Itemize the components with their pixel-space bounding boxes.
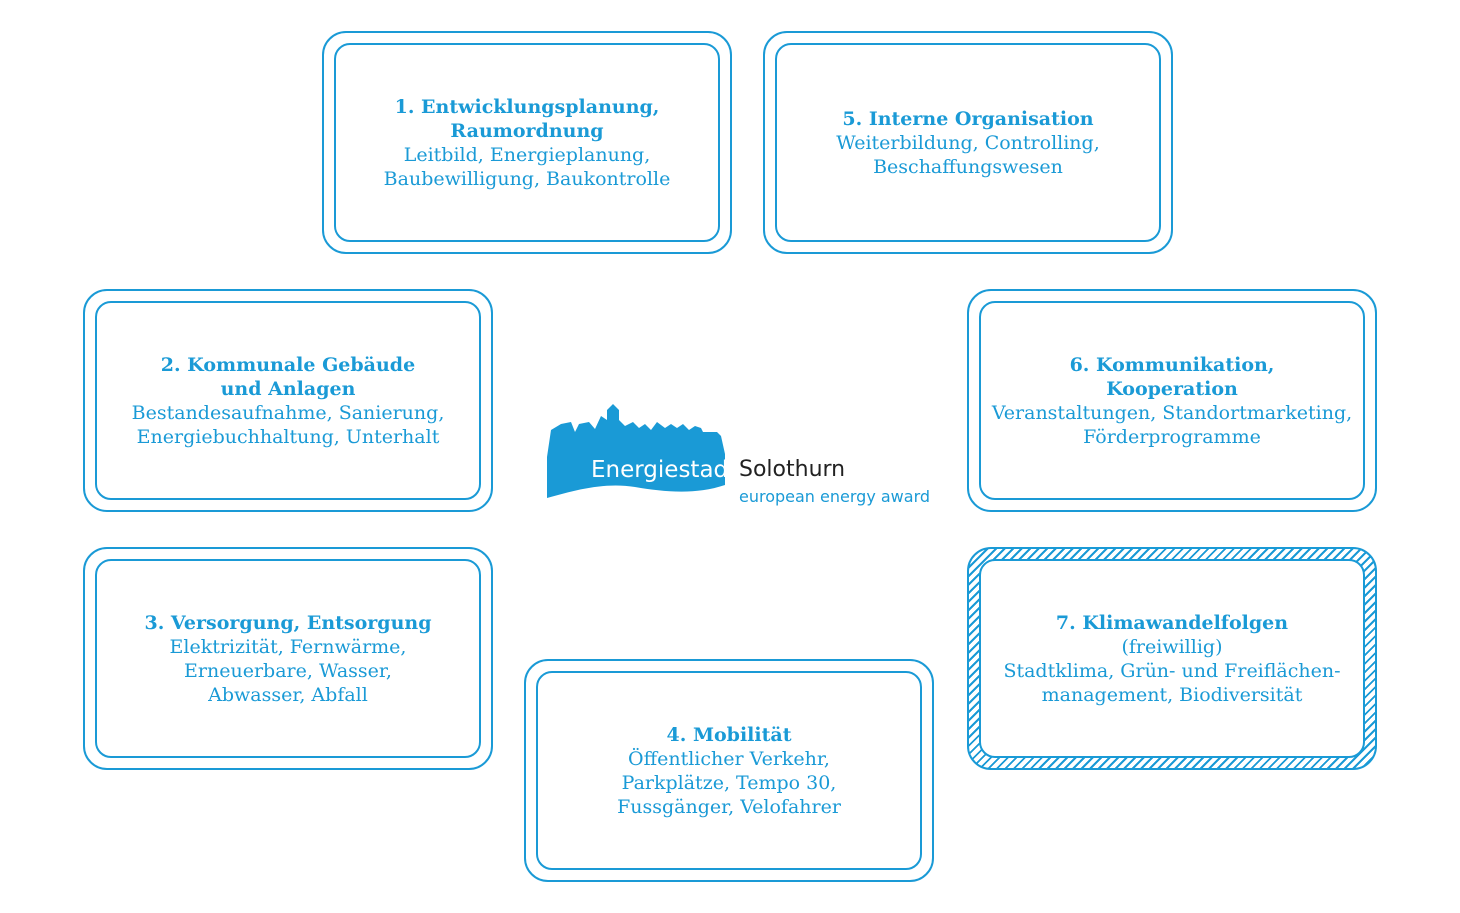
box-description: Elektrizität, Fernwärme, Erneuerbare, Wa… <box>169 635 407 706</box>
box-title: 2. Kommunale Gebäude und Anlagen <box>160 353 416 400</box>
city-skyline-icon <box>547 404 725 498</box>
box-description: Veranstaltungen, Standortmarketing, Förd… <box>991 401 1353 448</box>
box-inner: 7. Klimawandelfolgen (freiwillig) Stadtk… <box>979 559 1365 758</box>
box-inner: 2. Kommunale Gebäude und Anlagen Bestand… <box>95 301 481 500</box>
box-inner: 5. Interne Organisation Weiterbildung, C… <box>775 43 1161 242</box>
box-interne-organisation: 5. Interne Organisation Weiterbildung, C… <box>763 31 1173 254</box>
box-inner: 1. Entwicklungsplanung, Raumordnung Leit… <box>334 43 720 242</box>
box-title: 7. Klimawandelfolgen <box>1055 611 1289 634</box>
box-description: Bestandesaufnahme, Sanierung, Energiebuc… <box>131 401 445 448</box>
box-title: 6. Kommunikation, Kooperation <box>1069 353 1275 400</box>
box-description: Weiterbildung, Controlling, Beschaffungs… <box>836 131 1100 178</box>
energiestadt-logo: Energiestadt Solothurn european energy a… <box>545 402 930 512</box>
box-description: Öffentlicher Verkehr, Parkplätze, Tempo … <box>617 747 841 818</box>
box-description: (freiwillig) Stadtklima, Grün- und Freif… <box>1003 635 1341 706</box>
logo-city: Solothurn <box>739 457 846 482</box>
box-kommunikation: 6. Kommunikation, Kooperation Veranstalt… <box>967 289 1377 512</box>
box-versorgung-entsorgung: 3. Versorgung, Entsorgung Elektrizität, … <box>83 547 493 770</box>
logo-name: Energiestadt <box>591 457 738 483</box>
box-kommunale-gebaeude: 2. Kommunale Gebäude und Anlagen Bestand… <box>83 289 493 512</box>
box-inner: 4. Mobilität Öffentlicher Verkehr, Parkp… <box>536 671 922 870</box>
box-entwicklungsplanung: 1. Entwicklungsplanung, Raumordnung Leit… <box>322 31 732 254</box>
box-klimawandelfolgen: 7. Klimawandelfolgen (freiwillig) Stadtk… <box>967 547 1377 770</box>
box-title: 4. Mobilität <box>666 723 792 746</box>
box-title: 1. Entwicklungsplanung, Raumordnung <box>394 95 660 142</box>
box-inner: 3. Versorgung, Entsorgung Elektrizität, … <box>95 559 481 758</box>
box-mobilitaet: 4. Mobilität Öffentlicher Verkehr, Parkp… <box>524 659 934 882</box>
box-inner: 6. Kommunikation, Kooperation Veranstalt… <box>979 301 1365 500</box>
box-title: 3. Versorgung, Entsorgung <box>144 611 432 634</box>
box-description: Leitbild, Energieplanung, Baubewilligung… <box>383 143 671 190</box>
logo-tagline: european energy award <box>739 487 931 506</box>
box-title: 5. Interne Organisation <box>842 107 1094 130</box>
